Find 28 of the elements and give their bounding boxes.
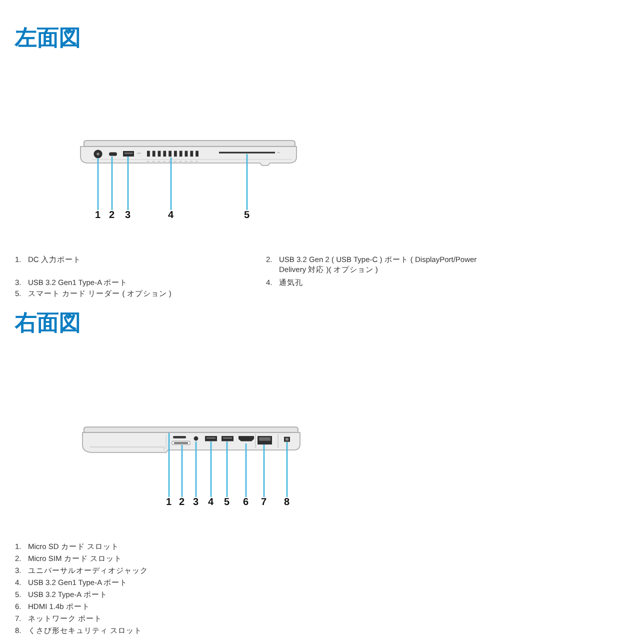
leader-line [245, 444, 247, 497]
callout-number: 3 [193, 497, 199, 508]
leader-line [170, 158, 172, 210]
callout-number: 5 [224, 497, 230, 508]
heading: 左面図 [15, 26, 81, 50]
heading: 右面図 [15, 311, 81, 335]
callout-number: 2 [109, 210, 115, 221]
callout-number: 7 [261, 497, 267, 508]
callout-number: 1 [95, 210, 101, 221]
leader-line [195, 442, 197, 497]
leader-line [181, 445, 183, 497]
callout-number: 6 [243, 497, 249, 508]
leader-line [97, 158, 99, 210]
callout-number: 2 [179, 497, 185, 508]
callout-number: 3 [125, 210, 131, 221]
callout-number: 8 [284, 497, 290, 508]
callout-number: 4 [168, 210, 174, 221]
leader-line [226, 442, 228, 497]
callout-number: 5 [244, 210, 250, 221]
leader-line [263, 444, 265, 497]
leader-line [127, 156, 129, 210]
callout-number: 1 [166, 497, 172, 508]
leader-line [210, 442, 212, 497]
leader-line [246, 154, 248, 210]
leader-line [286, 442, 288, 497]
leader-line [111, 156, 113, 210]
callout-number: 4 [208, 497, 214, 508]
leader-line [168, 433, 170, 497]
